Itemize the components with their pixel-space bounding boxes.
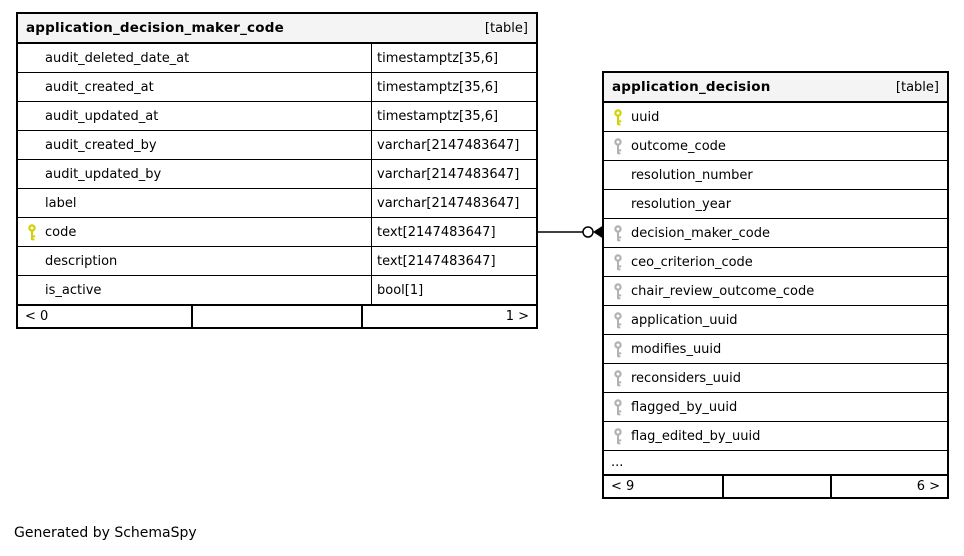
key-icon-placeholder xyxy=(18,131,45,159)
column-row: ceo_criterion_code xyxy=(604,247,947,276)
key-icon-placeholder xyxy=(18,44,45,72)
key-icon-placeholder xyxy=(18,160,45,188)
column-row: reconsiders_uuid xyxy=(604,363,947,392)
column-name: ceo_criterion_code xyxy=(631,254,753,270)
arrowhead-icon xyxy=(593,225,603,239)
column-name: audit_updated_by xyxy=(45,166,162,182)
parent-count-cell: < 0 xyxy=(25,309,49,324)
column-row: is_active bool[1] xyxy=(18,275,536,304)
table-header: application_decision_maker_code [table] xyxy=(18,14,536,44)
foreign-key-icon xyxy=(604,335,631,363)
column-row: resolution_year xyxy=(604,189,947,218)
column-row: audit_created_by varchar[2147483647] xyxy=(18,130,536,159)
column-row: application_uuid xyxy=(604,305,947,334)
column-row: description text[2147483647] xyxy=(18,246,536,275)
table-title[interactable]: application_decision xyxy=(612,79,771,95)
column-name: audit_deleted_date_at xyxy=(45,50,190,66)
column-name: chair_review_outcome_code xyxy=(631,283,815,299)
column-name: audit_created_by xyxy=(45,137,157,153)
foreign-key-icon xyxy=(604,132,631,160)
ellipsis-label: ... xyxy=(611,455,624,470)
key-icon-placeholder xyxy=(18,73,45,101)
foreign-key-icon xyxy=(604,364,631,392)
table-type-tag: [table] xyxy=(895,79,939,95)
table-header: application_decision [table] xyxy=(604,73,947,103)
column-type: timestamptz[35,6] xyxy=(371,102,536,130)
child-count-cell: 1 > xyxy=(505,309,529,324)
key-icon-placeholder xyxy=(18,189,45,217)
column-name: reconsiders_uuid xyxy=(631,370,741,386)
column-name: application_uuid xyxy=(631,312,738,328)
column-row: audit_updated_by varchar[2147483647] xyxy=(18,159,536,188)
column-row: flag_edited_by_uuid xyxy=(604,421,947,450)
column-type: varchar[2147483647] xyxy=(371,160,536,188)
child-count-cell: 6 > xyxy=(916,479,940,494)
column-row: resolution_number xyxy=(604,160,947,189)
column-row: audit_updated_at timestamptz[35,6] xyxy=(18,101,536,130)
key-icon-placeholder xyxy=(604,161,631,189)
key-icon-placeholder xyxy=(18,276,45,304)
foreign-key-icon xyxy=(604,393,631,421)
column-type: varchar[2147483647] xyxy=(371,131,536,159)
zero-cardinality-circle-icon xyxy=(582,226,594,238)
column-type: timestamptz[35,6] xyxy=(371,73,536,101)
foreign-key-icon xyxy=(604,306,631,334)
foreign-key-icon xyxy=(604,277,631,305)
footer-middle-cell xyxy=(191,306,363,327)
column-name: decision_maker_code xyxy=(631,225,770,241)
column-name: resolution_year xyxy=(631,196,732,212)
column-name: is_active xyxy=(45,282,102,298)
foreign-key-icon xyxy=(604,219,631,247)
column-row: outcome_code xyxy=(604,131,947,160)
table-type-tag: [table] xyxy=(484,20,528,36)
truncated-columns-row: ... xyxy=(604,450,947,474)
foreign-key-icon xyxy=(604,248,631,276)
column-name: audit_updated_at xyxy=(45,108,159,124)
primary-key-icon xyxy=(604,103,631,131)
footer-middle-cell xyxy=(722,476,832,497)
column-name: flag_edited_by_uuid xyxy=(631,428,761,444)
column-row: uuid xyxy=(604,103,947,131)
table-node-application-decision-maker-code: application_decision_maker_code [table] … xyxy=(16,12,538,329)
table-node-application-decision: application_decision [table] uuid outcome… xyxy=(602,71,949,499)
foreign-key-icon xyxy=(604,422,631,450)
column-type: text[2147483647] xyxy=(371,218,536,246)
column-name: code xyxy=(45,224,77,240)
column-name: label xyxy=(45,195,77,211)
column-type: bool[1] xyxy=(371,276,536,304)
column-type: text[2147483647] xyxy=(371,247,536,275)
key-icon-placeholder xyxy=(18,247,45,275)
column-name: uuid xyxy=(631,109,660,125)
column-row: decision_maker_code xyxy=(604,218,947,247)
key-icon-placeholder xyxy=(604,190,631,218)
column-name: flagged_by_uuid xyxy=(631,399,738,415)
column-row: modifies_uuid xyxy=(604,334,947,363)
column-name: description xyxy=(45,253,118,269)
column-row: label varchar[2147483647] xyxy=(18,188,536,217)
table-footer: < 9 6 > xyxy=(604,474,947,497)
column-type: varchar[2147483647] xyxy=(371,189,536,217)
column-type: timestamptz[35,6] xyxy=(371,44,536,72)
table-title[interactable]: application_decision_maker_code xyxy=(26,20,284,36)
column-name: audit_created_at xyxy=(45,79,154,95)
generated-by-note: Generated by SchemaSpy xyxy=(14,525,197,541)
column-row: audit_deleted_date_at timestamptz[35,6] xyxy=(18,44,536,72)
parent-count-cell: < 9 xyxy=(611,479,635,494)
column-row: audit_created_at timestamptz[35,6] xyxy=(18,72,536,101)
column-row: flagged_by_uuid xyxy=(604,392,947,421)
primary-key-icon xyxy=(18,218,45,246)
column-row: code text[2147483647] xyxy=(18,217,536,246)
table-footer: < 0 1 > xyxy=(18,304,536,327)
column-name: resolution_number xyxy=(631,167,753,183)
column-row: chair_review_outcome_code xyxy=(604,276,947,305)
column-name: outcome_code xyxy=(631,138,726,154)
column-name: modifies_uuid xyxy=(631,341,722,357)
key-icon-placeholder xyxy=(18,102,45,130)
